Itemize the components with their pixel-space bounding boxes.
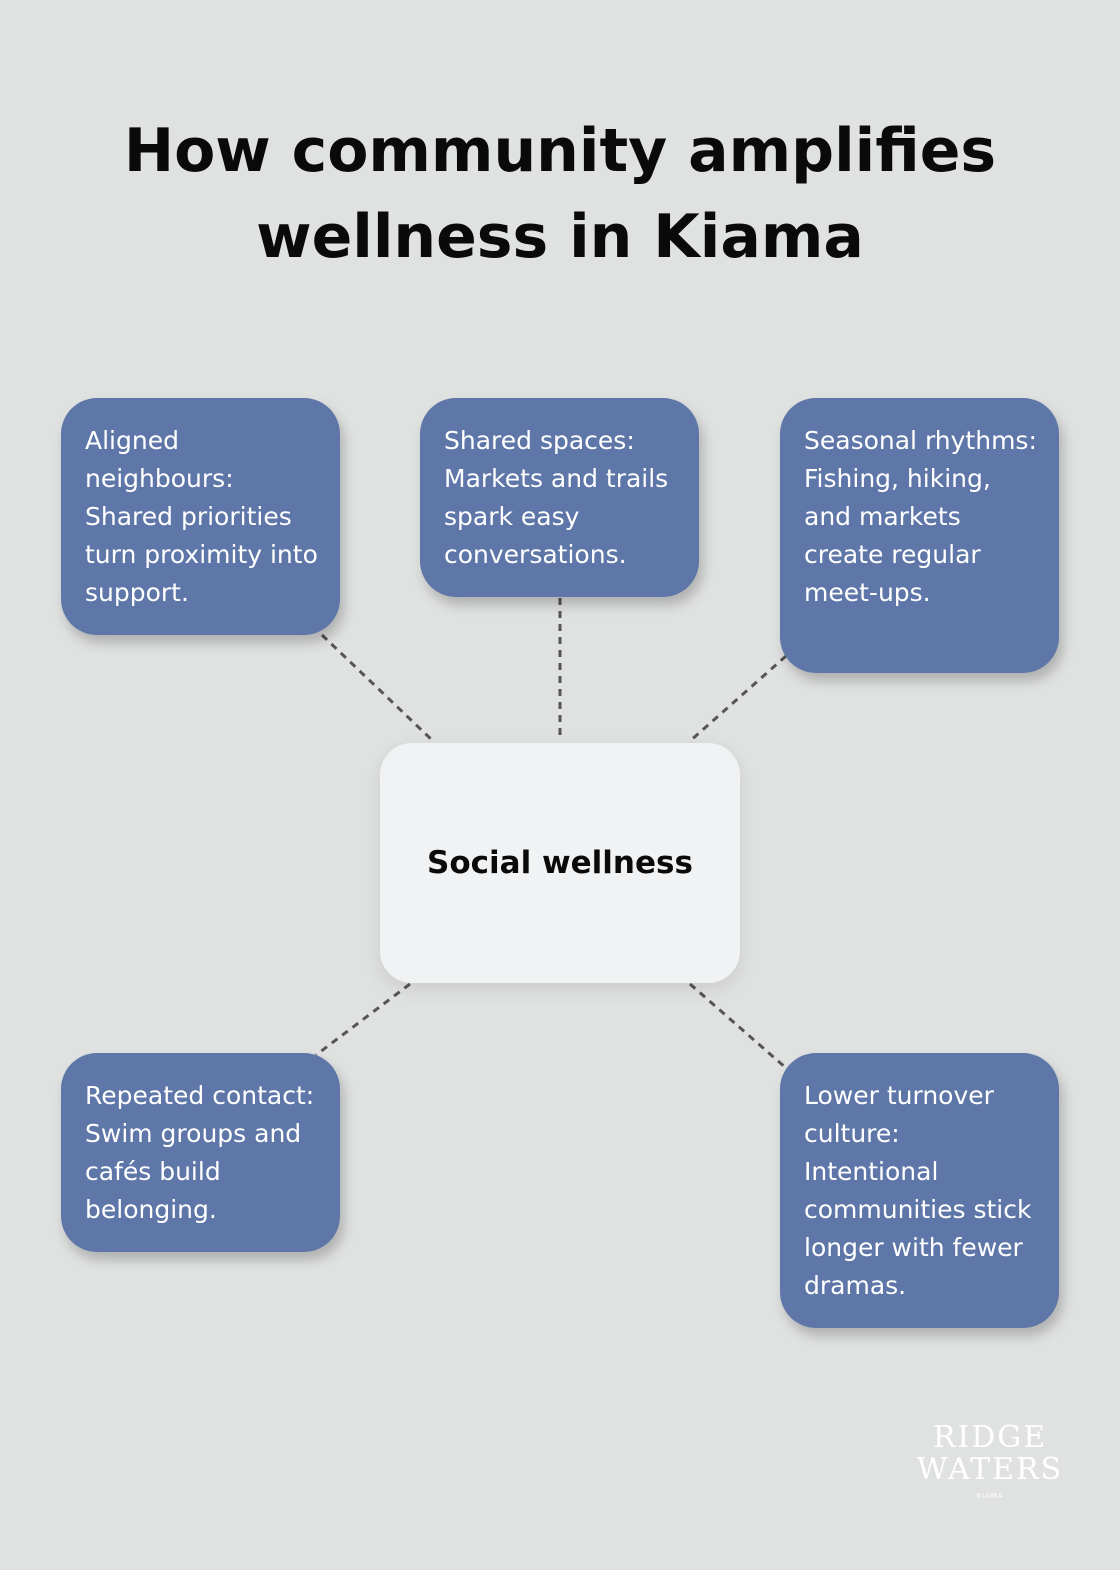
node-seasonal-rhythms: Seasonal rhythms: Fishing, hiking, and m… xyxy=(780,398,1059,673)
node-aligned-neighbours: Aligned neighbours: Shared priorities tu… xyxy=(61,398,340,635)
logo-subtitle: KIAMA xyxy=(976,1492,1004,1500)
node-lower-turnover: Lower turnover culture: Intentional comm… xyxy=(780,1053,1059,1328)
connector-lower-turnover xyxy=(689,982,787,1070)
center-node: Social wellness xyxy=(380,743,740,983)
node-shared-spaces: Shared spaces: Markets and trails spark … xyxy=(420,398,699,597)
connector-repeated-contact xyxy=(315,982,411,1057)
logo-line-ridge: RIDGE xyxy=(932,1420,1048,1455)
logo-line-waters: WATERS xyxy=(916,1452,1064,1487)
connector-aligned-neighbours xyxy=(320,633,435,743)
brand-logo: RIDGE WATERS KIAMA xyxy=(910,1420,1070,1501)
diagram-title: How community amplifies wellness in Kiam… xyxy=(123,116,997,272)
center-node-label: Social wellness xyxy=(427,845,693,881)
connector-seasonal-rhythms xyxy=(689,654,787,743)
node-repeated-contact: Repeated contact: Swim groups and cafés … xyxy=(61,1053,340,1252)
